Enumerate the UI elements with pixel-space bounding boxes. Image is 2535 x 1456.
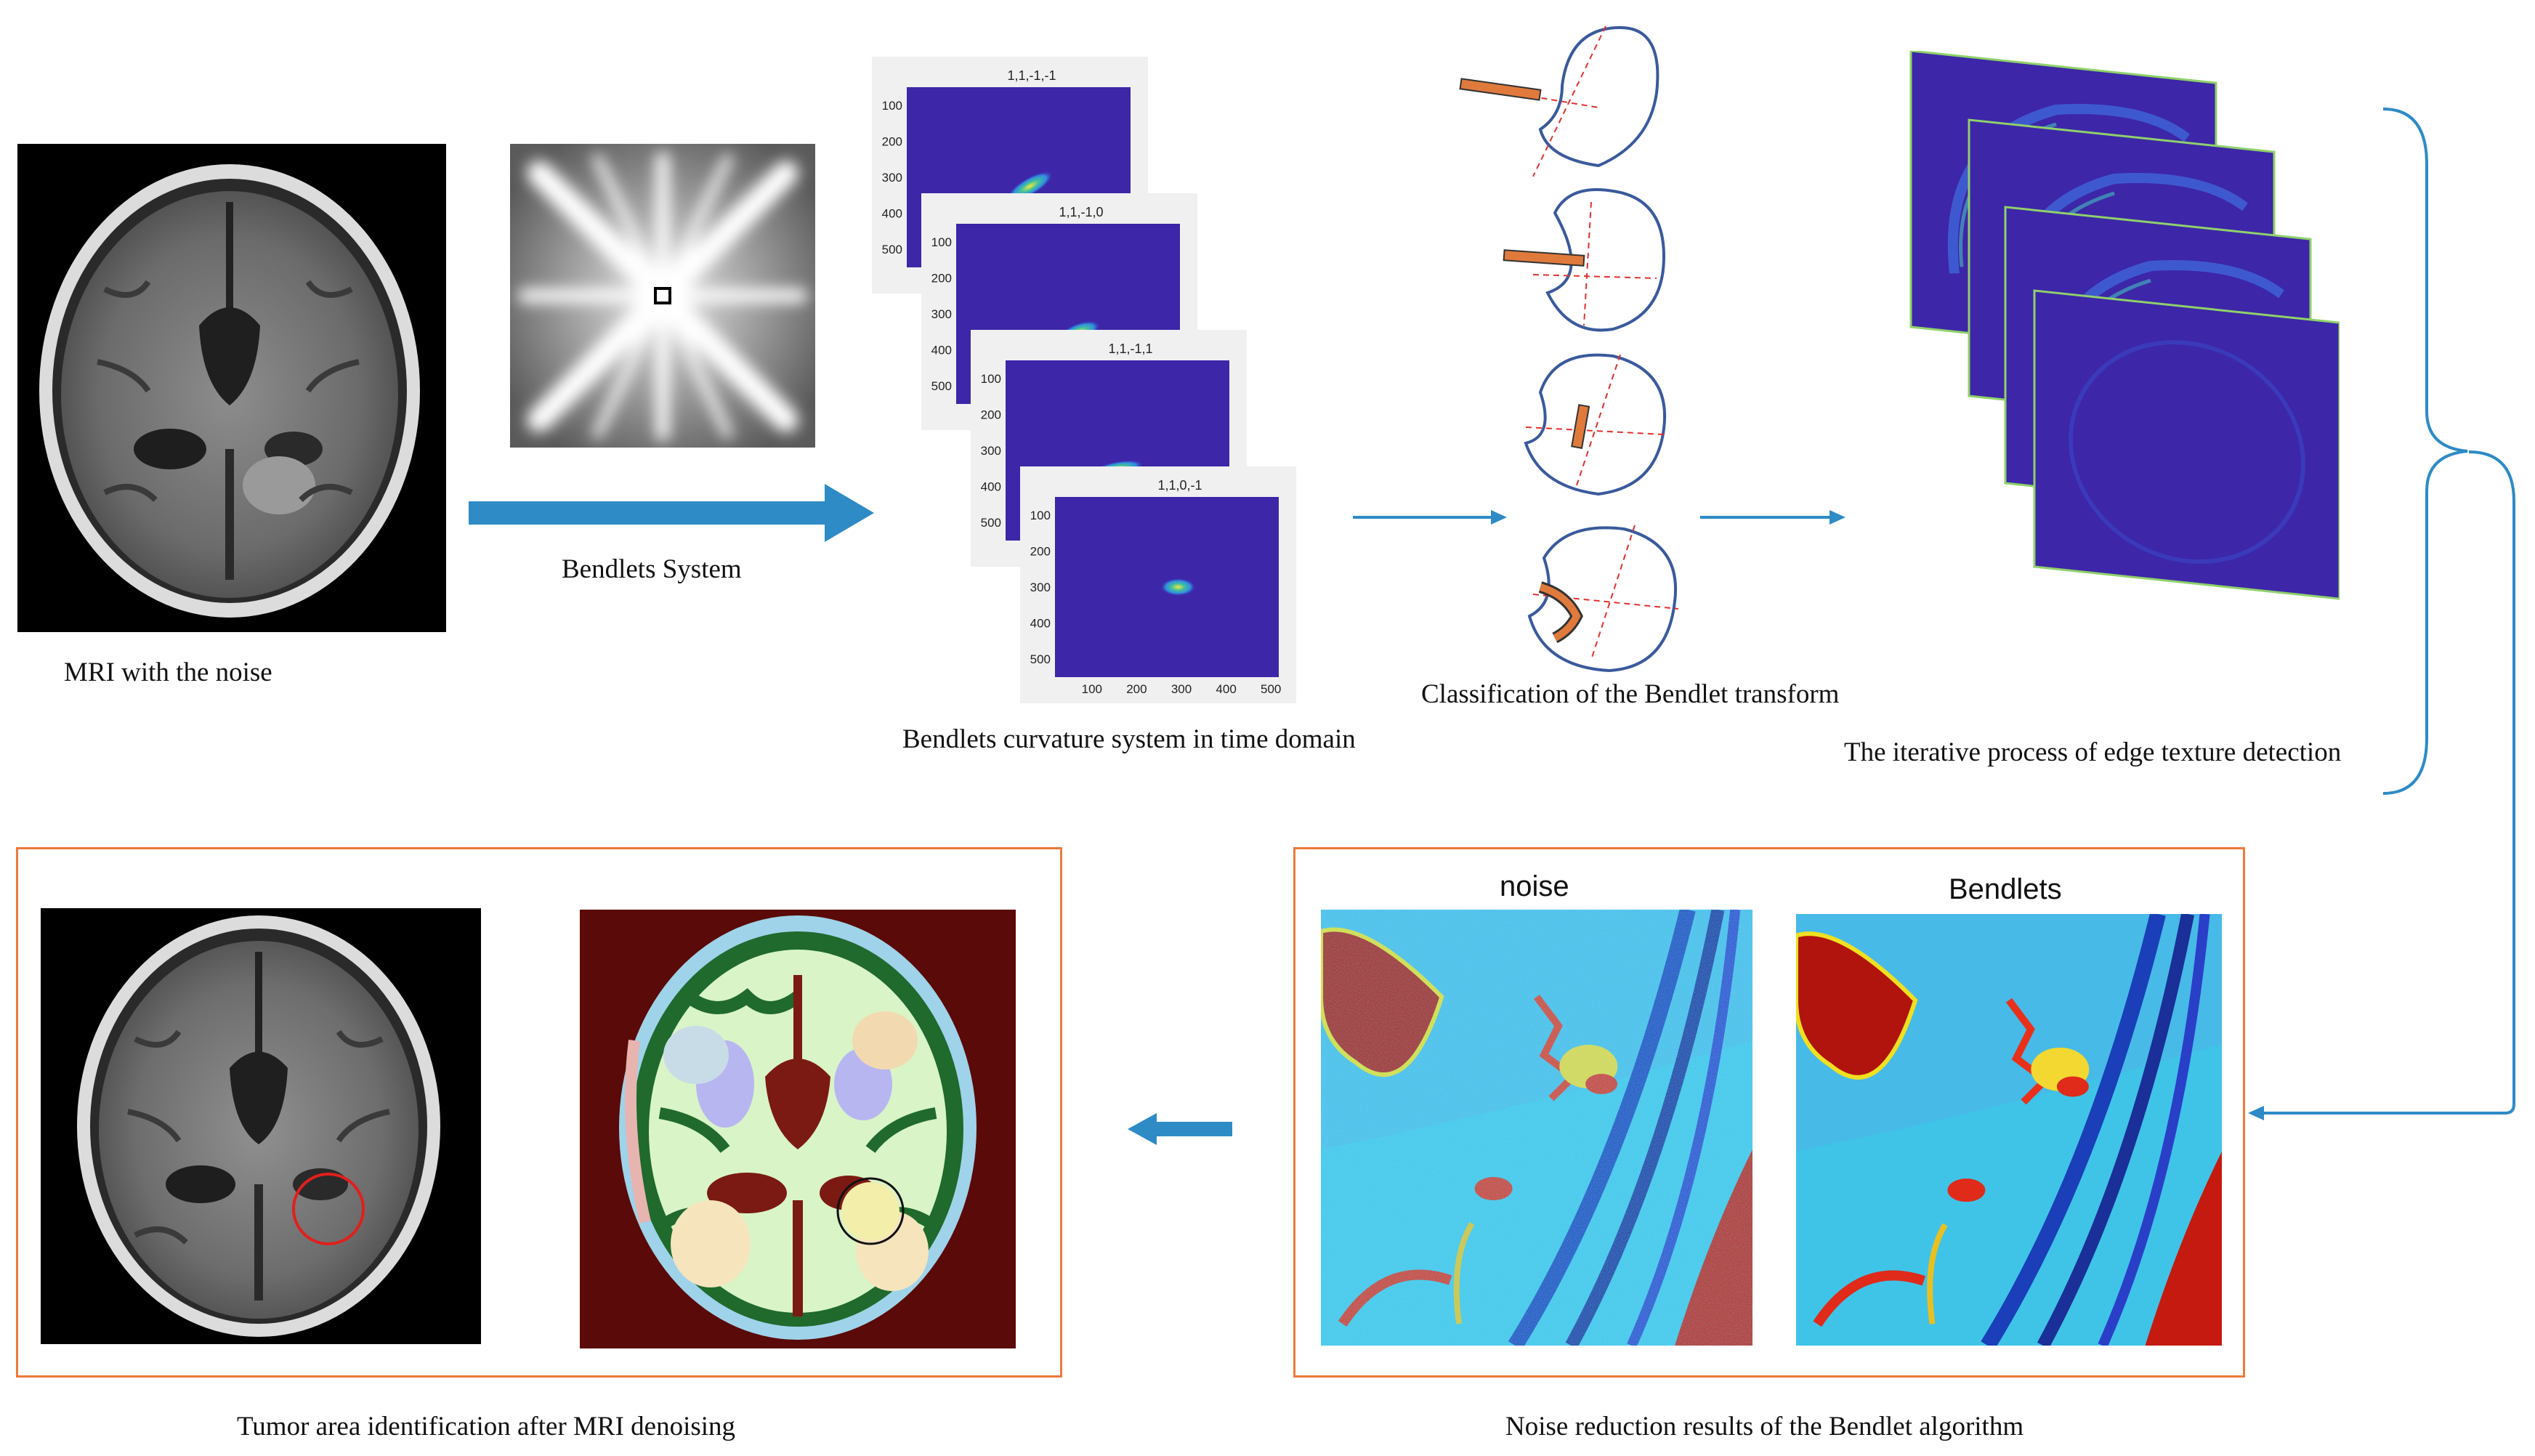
y-tick-label: 500 [882, 243, 902, 256]
y-tick-label: 300 [981, 444, 1001, 458]
arrow-right-thin-1 [1353, 507, 1507, 527]
tumor-marker-red [292, 1173, 365, 1245]
heatmap-title: 1,1,0,-1 [1157, 478, 1202, 493]
y-tick-label: 200 [882, 134, 902, 148]
caption-classification: Classification of the Bendlet transform [1421, 679, 1840, 709]
heatmap-title: 1,1,-1,1 [1108, 341, 1152, 356]
x-tick-label: 300 [1171, 682, 1192, 696]
x-tick-label: 100 [1082, 682, 1102, 696]
y-tick-label: 400 [981, 480, 1001, 494]
heatmap-title: 1,1,-1,-1 [1007, 68, 1056, 83]
dashed-separator [15, 783, 2260, 798]
caption-iterative: The iterative process of edge texture de… [1844, 737, 2342, 767]
caption-mri-noise: MRI with the noise [64, 658, 272, 687]
caption-bendlets-system: Bendlets System [562, 554, 742, 584]
arrow-left-small [1128, 1113, 1232, 1145]
y-tick-label: 100 [931, 235, 952, 249]
y-tick-label: 400 [931, 344, 952, 357]
segmentation-mask [580, 910, 1016, 1348]
iteration-frame-4 [2033, 289, 2340, 600]
heatmap-title: 1,1,-1,0 [1059, 205, 1103, 219]
caption-curvature-system: Bendlets curvature system in time domain [902, 724, 1356, 754]
arrow-right-thin-2 [1700, 507, 1845, 527]
noise-heatmap [1321, 910, 1752, 1346]
y-tick-label: 100 [981, 372, 1001, 386]
x-tick-label: 200 [1126, 682, 1147, 696]
y-tick-label: 300 [882, 171, 902, 185]
tumor-panel-frame [16, 847, 1062, 1378]
classification-shapes [1446, 20, 1700, 674]
right-brace [2383, 106, 2470, 796]
y-tick-label: 500 [1030, 652, 1051, 666]
heatmap-panel-4: 1,1,0,-1 100 200 300 400 500 100 200 300 400 500 [1020, 466, 1296, 703]
y-tick-label: 500 [931, 379, 952, 393]
connector-arrow-down-left [2238, 443, 2528, 1133]
y-tick-label: 200 [981, 408, 1001, 421]
caption-tumor: Tumor area identification after MRI deno… [237, 1412, 736, 1441]
classification-shape-1 [1538, 25, 1659, 168]
y-tick-label: 400 [882, 207, 902, 221]
tumor-marker-black [836, 1177, 905, 1245]
arrow-right-large [469, 484, 876, 542]
bendlets-heatmap [1796, 914, 2222, 1346]
y-tick-label: 100 [1030, 509, 1051, 522]
y-tick-label: 200 [931, 271, 952, 285]
y-tick-label: 400 [1030, 617, 1051, 631]
x-tick-label: 500 [1261, 682, 1281, 696]
mri-noisy-image [17, 144, 446, 632]
y-tick-label: 200 [1030, 544, 1051, 558]
iterative-frames [1787, 51, 2340, 676]
caption-noise-reduction: Noise reduction results of the Bendlet a… [1505, 1412, 2024, 1441]
bendlets-system-image [510, 144, 815, 448]
x-tick-label: 400 [1216, 682, 1236, 696]
label-noise: noise [1500, 870, 1569, 902]
mri-tumor-marked [41, 908, 481, 1344]
label-bendlets: Bendlets [1949, 873, 2062, 905]
y-tick-label: 500 [981, 516, 1001, 530]
heatmap-stack: 1,1,-1,-1 100 200 300 400 500 1,1,-1,0 100 200 30… [872, 57, 1308, 703]
y-tick-label: 100 [882, 99, 902, 113]
noise-reduction-panel-frame [1293, 847, 2245, 1378]
y-tick-label: 300 [1030, 581, 1051, 594]
y-tick-label: 300 [931, 307, 952, 321]
